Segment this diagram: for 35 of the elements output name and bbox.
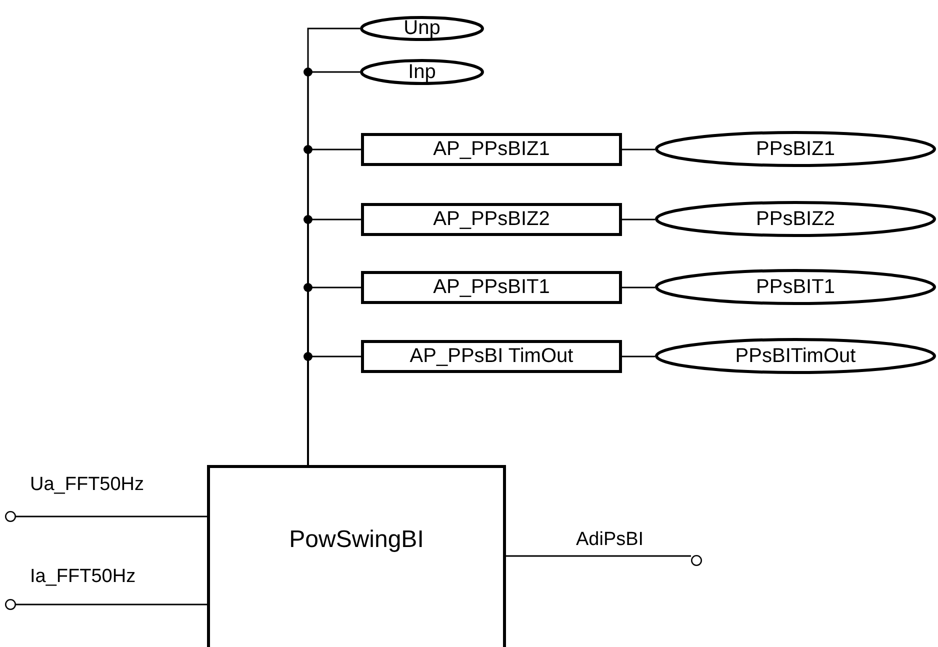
signal-label: Ia_FFT50Hz [30, 566, 136, 588]
node-label: AP_PPsBIZ2 [433, 208, 550, 231]
node-label: AP_PPsBI TimOut [410, 345, 574, 368]
terminal-circle [5, 511, 16, 522]
connector-line [506, 555, 691, 557]
node-label: AP_PPsBIT1 [433, 276, 550, 299]
node-label: Unp [404, 17, 440, 40]
connector-line [16, 516, 207, 518]
node-label: PowSwingBI [289, 526, 424, 554]
signal-ellipse [655, 338, 936, 374]
function-block [207, 465, 506, 647]
node-label: PPsBIT1 [756, 276, 835, 298]
node-label: PPsBIZ2 [756, 208, 835, 230]
function-box [361, 271, 622, 304]
node-label: PPsBITimOut [735, 344, 856, 368]
connector-line [16, 604, 207, 606]
function-box [361, 340, 622, 373]
node-label: Inp [408, 60, 436, 84]
signal-label: Ua_FFT50Hz [30, 474, 144, 496]
node-label: AP_PPsBIZ1 [433, 138, 550, 161]
signal-ellipse [360, 16, 484, 41]
terminal-circle [691, 555, 702, 566]
signal-ellipse [360, 59, 484, 85]
function-box [361, 133, 622, 166]
node-label: PPsBIZ1 [756, 138, 835, 160]
connector-line [622, 148, 655, 150]
connector-line [622, 356, 655, 358]
signal-label: AdiPsBI [576, 529, 644, 551]
function-box [361, 203, 622, 236]
signal-ellipse [655, 201, 936, 237]
connector-line [622, 286, 655, 288]
signal-ellipse [655, 131, 936, 167]
terminal-circle [5, 599, 16, 610]
connector-line [622, 218, 655, 220]
signal-ellipse [655, 269, 936, 305]
